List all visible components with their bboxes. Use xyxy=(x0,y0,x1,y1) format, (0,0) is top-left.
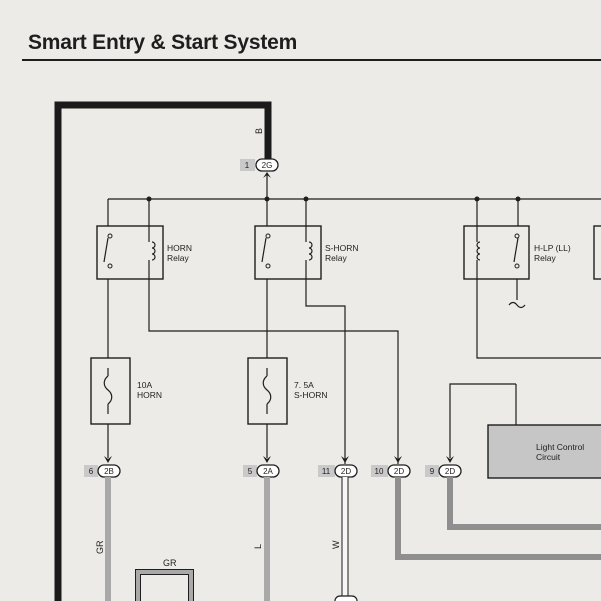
horn-relay-label: HORN xyxy=(167,243,192,253)
wire-label-gr: GR xyxy=(95,540,105,554)
wire-gr-lower-fill xyxy=(136,570,193,601)
wire-label-w: W xyxy=(331,540,341,549)
connector-pin: 5 xyxy=(248,467,253,476)
connector-2g: 1 2G xyxy=(240,158,279,172)
hlp-relay xyxy=(463,225,530,280)
wire-10-return xyxy=(395,477,601,560)
connector-2b: 6 2B xyxy=(84,464,121,478)
wire-gr-lower xyxy=(135,569,194,601)
connector-2d-11: 11 2D xyxy=(318,464,358,478)
horn-relay xyxy=(96,225,164,280)
lcc-label-1: Light Control xyxy=(536,442,584,452)
wire-lcc-9 xyxy=(449,383,516,458)
connector-pin: 10 xyxy=(375,467,384,476)
connector-2d-9: 9 2D xyxy=(425,464,462,478)
lcc-label-2: Circuit xyxy=(536,452,561,462)
connector-code: 2G xyxy=(262,161,273,170)
wire-label-b: B xyxy=(254,128,264,134)
light-control-circuit xyxy=(487,424,601,479)
wire-label-l: L xyxy=(253,544,263,549)
fuse-horn-rating: 10A xyxy=(137,380,152,390)
wave-symbol xyxy=(508,301,526,309)
fuse-shorn-rating: 7. 5A xyxy=(294,380,314,390)
title-rule xyxy=(22,59,601,61)
connector-code: 2A xyxy=(263,467,273,476)
wire-black-supply xyxy=(54,101,272,601)
connector-pin: 9 xyxy=(430,467,435,476)
connector-2d-10: 10 2D xyxy=(371,464,411,478)
connector-pin: 1 xyxy=(245,161,250,170)
hlp-relay-label: H-LP (LL) xyxy=(534,243,571,253)
wire-label-gr-lower: GR xyxy=(163,558,177,568)
connector-partial xyxy=(334,595,358,601)
connector-pin: 6 xyxy=(89,467,94,476)
wire-9-return xyxy=(447,477,601,530)
fuse-shorn-name: S-HORN xyxy=(294,390,328,400)
connector-code: 2D xyxy=(394,467,404,476)
connector-code: 2D xyxy=(445,467,455,476)
shorn-relay xyxy=(254,225,322,280)
arrows-down xyxy=(104,456,454,463)
signal-wires xyxy=(107,279,601,464)
hlp-relay-sub: Relay xyxy=(534,253,556,263)
bus-drops xyxy=(107,199,519,226)
shorn-relay-label: S-HORN xyxy=(325,243,359,253)
fuse-horn-name: HORN xyxy=(137,390,162,400)
connector-2a: 5 2A xyxy=(243,464,280,478)
relay-edge xyxy=(593,225,601,280)
shorn-relay-sub: Relay xyxy=(325,253,347,263)
connector-code: 2B xyxy=(104,467,114,476)
connector-code: 2D xyxy=(341,467,351,476)
horn-relay-sub: Relay xyxy=(167,253,189,263)
fuse-shorn xyxy=(247,357,288,425)
page-title: Smart Entry & Start System xyxy=(28,31,298,54)
connector-pin: 11 xyxy=(322,467,331,476)
fuse-horn xyxy=(90,357,131,425)
